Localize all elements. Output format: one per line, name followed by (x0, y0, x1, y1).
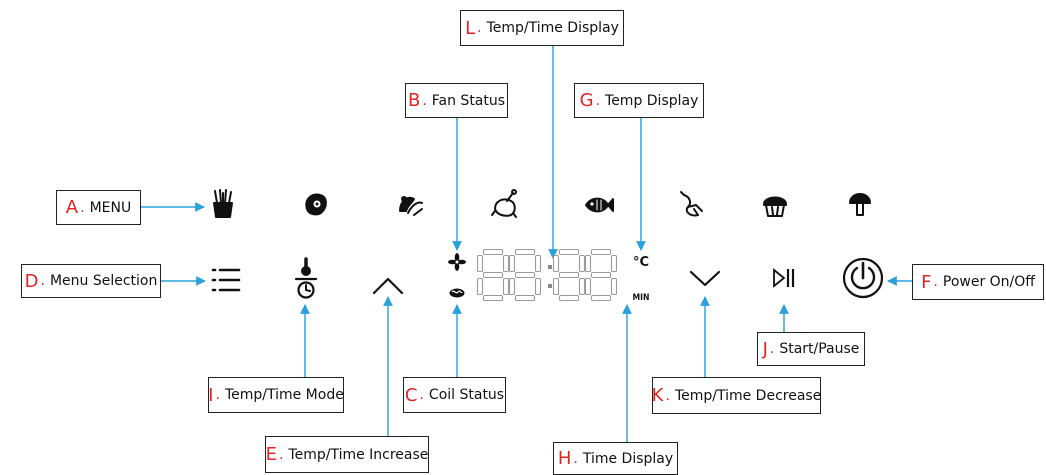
digit-segment (584, 277, 592, 296)
label-k-temp-time-decrease: K.Temp/Time Decrease (652, 377, 821, 414)
label-i-temp-time-mode: I.Temp/Time Mode (208, 377, 344, 413)
digit-segment (508, 277, 516, 296)
display-digit (508, 248, 542, 302)
display-digit (584, 248, 618, 302)
digit-segment (578, 277, 586, 296)
digit-segment (590, 271, 612, 279)
digit-segment (610, 254, 618, 273)
menu-icons (213, 189, 871, 218)
menu-list-icon[interactable] (211, 268, 241, 292)
decrease-chevron-icon[interactable] (689, 270, 721, 287)
digit-segment (534, 277, 542, 296)
temp-time-mode-icon[interactable] (294, 257, 318, 299)
increase-chevron-icon[interactable] (372, 277, 404, 295)
digit-segment (514, 248, 536, 256)
temp-unit-indicator: °C (633, 255, 649, 270)
digit-segment (476, 254, 484, 273)
label-h-time-display: H.Time Display (553, 442, 678, 475)
seven-segment-display (476, 248, 618, 302)
time-unit-indicator: MIN (633, 293, 650, 303)
coil-icon (449, 288, 465, 298)
shrimp-icon[interactable] (399, 196, 423, 216)
digit-segment (552, 254, 560, 273)
prawn-icon[interactable] (680, 191, 703, 217)
display-digit (476, 248, 510, 302)
digit-segment (482, 294, 504, 302)
digit-segment (552, 277, 560, 296)
digit-segment (558, 271, 580, 279)
display-colon (548, 265, 552, 288)
digit-segment (534, 254, 542, 273)
cake-icon[interactable] (763, 196, 787, 217)
mushroom-icon[interactable] (849, 193, 871, 216)
label-f-power-on-off: F.Power On/Off (912, 264, 1044, 300)
digit-segment (502, 254, 510, 273)
digit-segment (590, 248, 612, 256)
digit-segment (514, 294, 536, 302)
label-e-temp-time-increase: E.Temp/Time Increase (265, 436, 429, 473)
fan-icon (448, 253, 466, 271)
digit-segment (508, 254, 516, 273)
digit-segment (502, 277, 510, 296)
start-pause-icon[interactable] (773, 268, 795, 288)
label-l-temp-time-display: L.Temp/Time Display (460, 10, 624, 46)
digit-segment (558, 248, 580, 256)
label-c-coil-status: C.Coil Status (403, 377, 506, 413)
label-b-fan-status: B.Fan Status (405, 83, 508, 118)
digit-segment (578, 254, 586, 273)
digit-segment (590, 294, 612, 302)
fish-icon[interactable] (585, 197, 614, 213)
digit-segment (558, 294, 580, 302)
digit-segment (482, 248, 504, 256)
display-digit (552, 248, 586, 302)
steak-icon[interactable] (305, 193, 327, 216)
digit-segment (514, 271, 536, 279)
power-icon[interactable] (842, 257, 884, 299)
digit-segment (482, 271, 504, 279)
label-j-start-pause: J.Start/Pause (757, 332, 865, 366)
digit-segment (476, 277, 484, 296)
digit-segment (610, 277, 618, 296)
label-d-menu-selection: D.Menu Selection (21, 264, 161, 298)
fries-icon[interactable] (213, 189, 233, 218)
label-g-temp-display: G.Temp Display (574, 83, 704, 118)
digit-segment (584, 254, 592, 273)
chicken-icon[interactable] (491, 189, 517, 218)
label-a-menu: A.MENU (56, 190, 141, 225)
